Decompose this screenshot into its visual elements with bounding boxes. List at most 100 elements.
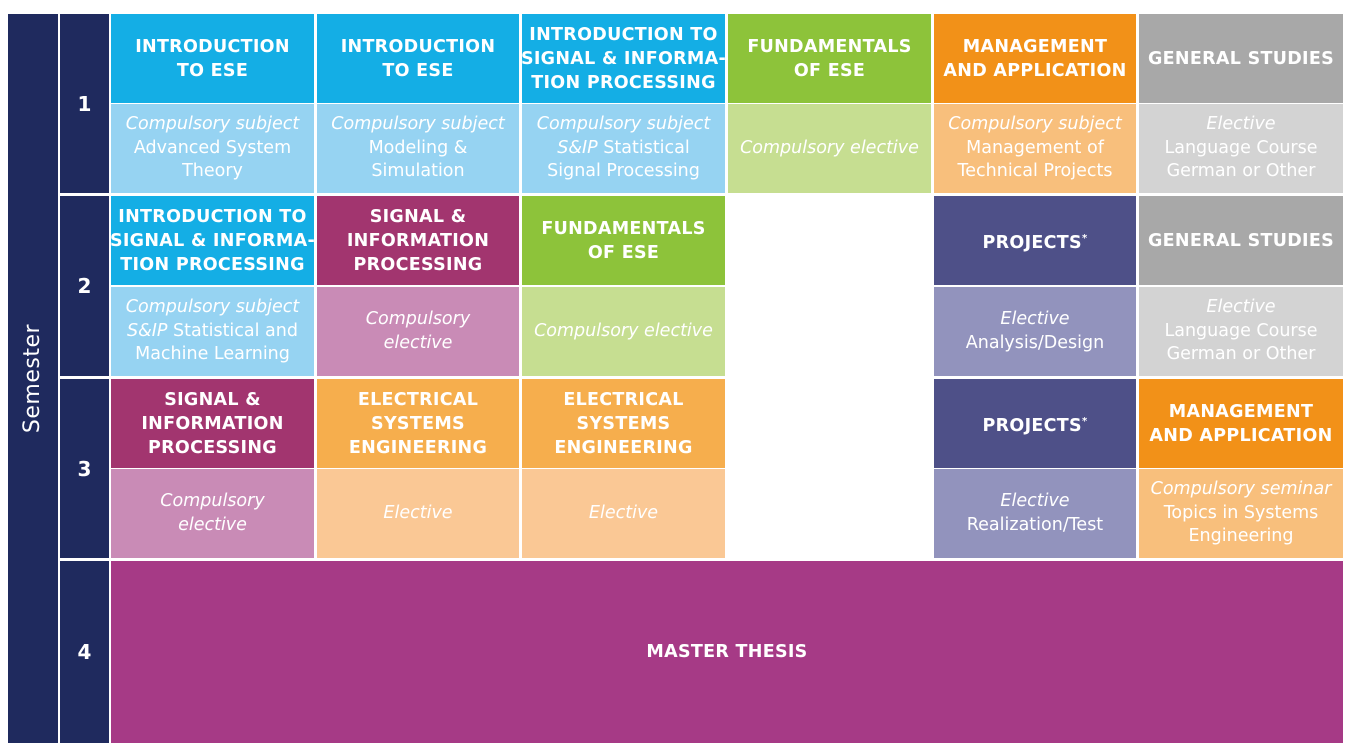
s2-projects-header: PROJECTS* bbox=[934, 196, 1136, 285]
header-line: SIGNAL & bbox=[164, 389, 261, 410]
header-line: INTRODUCTION bbox=[135, 36, 290, 57]
module-name-line: German or Other bbox=[1166, 161, 1316, 182]
footnote-star: * bbox=[1081, 232, 1088, 244]
module-type: Compulsory subject bbox=[125, 297, 300, 318]
module-name-line: Management of bbox=[966, 137, 1104, 158]
header-line: PROJECTS* bbox=[983, 410, 1088, 438]
semester-number-2: 2 bbox=[60, 196, 109, 376]
header-line: INTRODUCTION TO bbox=[118, 206, 307, 227]
s1-general-studies-header: GENERAL STUDIES bbox=[1139, 14, 1343, 103]
s3-sip-compulsory-elective: Compulsory elective bbox=[111, 469, 314, 558]
module-type: Elective bbox=[588, 502, 659, 523]
module-name-line: S&IP Statistical and bbox=[127, 320, 298, 344]
s3-electrical-systems-engineering-header-2: ELECTRICAL SYSTEMS ENGINEERING bbox=[522, 379, 725, 468]
semester-number-3: 3 bbox=[60, 379, 109, 558]
header-line: SYSTEMS bbox=[371, 413, 465, 434]
semester-number-4: 4 bbox=[60, 561, 109, 743]
s3-electrical-systems-engineering-header: ELECTRICAL SYSTEMS ENGINEERING bbox=[317, 379, 519, 468]
header-line: FUNDAMENTALS bbox=[747, 36, 912, 57]
module-name-line: Topics in Systems bbox=[1163, 502, 1319, 523]
projects-label: PROJECTS bbox=[982, 232, 1082, 253]
s1-intro-ese-header: INTRODUCTION TO ESE bbox=[111, 14, 314, 103]
header-line: GENERAL STUDIES bbox=[1147, 230, 1335, 251]
module-name-text: Statistical and bbox=[167, 320, 298, 341]
module-type: Elective bbox=[1000, 491, 1070, 511]
module-type: Compulsory bbox=[160, 491, 265, 511]
s1-modeling-simulation: Compulsory subject Modeling & Simulation bbox=[317, 104, 519, 193]
module-type: Elective bbox=[1206, 297, 1276, 318]
module-name-line: Machine Learning bbox=[135, 344, 290, 365]
s2-fundamentals-compulsory-elective: Compulsory elective bbox=[522, 287, 725, 376]
header-line: INFORMATION bbox=[346, 230, 490, 251]
module-type: Elective bbox=[383, 502, 453, 523]
header-line: INFORMATION bbox=[141, 413, 284, 434]
module-type: Compulsory elective bbox=[740, 137, 919, 158]
module-type: Compulsory subject bbox=[331, 114, 505, 135]
s1-fundamentals-ese-header: FUNDAMENTALS OF ESE bbox=[728, 14, 931, 103]
s3-management-application-header: MANAGEMENT AND APPLICATION bbox=[1139, 379, 1343, 468]
s4-master-thesis: MASTER THESIS bbox=[111, 561, 1343, 743]
module-name-line: Technical Projects bbox=[957, 161, 1113, 182]
semester-axis-bar: Semester bbox=[8, 14, 58, 743]
s2-signal-information-processing-header: SIGNAL & INFORMATION PROCESSING bbox=[317, 196, 519, 285]
header-line: PROCESSING bbox=[353, 254, 483, 275]
s3-topics-systems-engineering: Compulsory seminar Topics in Systems Eng… bbox=[1139, 469, 1343, 558]
module-type: elective bbox=[178, 514, 247, 535]
s1-advanced-system-theory: Compulsory subject Advanced System Theor… bbox=[111, 104, 314, 193]
s3-ese-elective: Elective bbox=[317, 469, 519, 558]
module-type: Compulsory subject bbox=[125, 114, 300, 135]
module-type: Compulsory seminar bbox=[1150, 479, 1332, 500]
projects-label: PROJECTS bbox=[982, 415, 1082, 436]
header-line: AND APPLICATION bbox=[1149, 425, 1333, 446]
header-line: MANAGEMENT bbox=[962, 36, 1108, 57]
module-name-line: Language Course bbox=[1164, 137, 1318, 158]
module-name-text: Statistical bbox=[597, 137, 690, 158]
header-line: OF ESE bbox=[793, 60, 866, 81]
s2-statistical-machine-learning: Compulsory subject S&IP Statistical and … bbox=[111, 287, 314, 376]
s3-realization-test: Elective Realization/Test bbox=[934, 469, 1136, 558]
module-type: Elective bbox=[1000, 309, 1070, 329]
s1-intro-ese-header-2: INTRODUCTION TO ESE bbox=[317, 14, 519, 103]
s2-sip-compulsory-elective: Compulsory elective bbox=[317, 287, 519, 376]
header-line: ENGINEERING bbox=[348, 437, 488, 458]
header-line: TO ESE bbox=[382, 60, 454, 81]
s3-projects-header: PROJECTS* bbox=[934, 379, 1136, 468]
header-line: TION PROCESSING bbox=[531, 72, 716, 93]
header-line: SIGNAL & INFORMA- bbox=[109, 230, 316, 251]
header-line: OF ESE bbox=[587, 242, 660, 263]
module-name-line: Engineering bbox=[1188, 526, 1294, 547]
module-name-line: Analysis/Design bbox=[965, 332, 1105, 353]
s1-fundamentals-compulsory-elective: Compulsory elective bbox=[728, 104, 931, 193]
s3-ese-elective-2: Elective bbox=[522, 469, 725, 558]
header-line: AND APPLICATION bbox=[943, 60, 1127, 81]
sip-prefix: S&IP bbox=[557, 137, 598, 158]
module-name-line: Realization/Test bbox=[966, 514, 1104, 535]
footnote-star: * bbox=[1081, 415, 1088, 427]
module-name-line: S&IP Statistical bbox=[557, 137, 690, 161]
header-line: INTRODUCTION bbox=[340, 36, 496, 57]
sip-prefix: S&IP bbox=[127, 320, 168, 341]
s2-fundamentals-ese-header: FUNDAMENTALS OF ESE bbox=[522, 196, 725, 285]
header-line: INTRODUCTION TO bbox=[529, 24, 718, 45]
module-type: Elective bbox=[1206, 114, 1276, 135]
module-type: elective bbox=[383, 332, 453, 353]
module-name-line: Language Course bbox=[1164, 320, 1318, 341]
header-line: PROJECTS* bbox=[983, 227, 1088, 255]
s1-management-technical-projects: Compulsory subject Management of Technic… bbox=[934, 104, 1136, 193]
header-line: SYSTEMS bbox=[576, 413, 671, 434]
module-name-line: Simulation bbox=[371, 161, 465, 182]
header-line: SIGNAL & INFORMA- bbox=[520, 48, 727, 69]
module-name-line: Signal Processing bbox=[547, 161, 700, 182]
semester-axis-label: Semester bbox=[20, 323, 46, 434]
module-type: Compulsory bbox=[365, 309, 471, 329]
s1-language-course: Elective Language Course German or Other bbox=[1139, 104, 1343, 193]
s1-management-application-header: MANAGEMENT AND APPLICATION bbox=[934, 14, 1136, 103]
header-line: PROCESSING bbox=[148, 437, 277, 458]
semester-number-1: 1 bbox=[60, 14, 109, 193]
header-line: ELECTRICAL bbox=[357, 389, 479, 410]
module-type: Compulsory elective bbox=[534, 320, 713, 341]
header-line: ELECTRICAL bbox=[563, 389, 684, 410]
header-line: ENGINEERING bbox=[554, 437, 693, 458]
header-line: TO ESE bbox=[176, 60, 249, 81]
module-name-line: German or Other bbox=[1166, 344, 1316, 365]
